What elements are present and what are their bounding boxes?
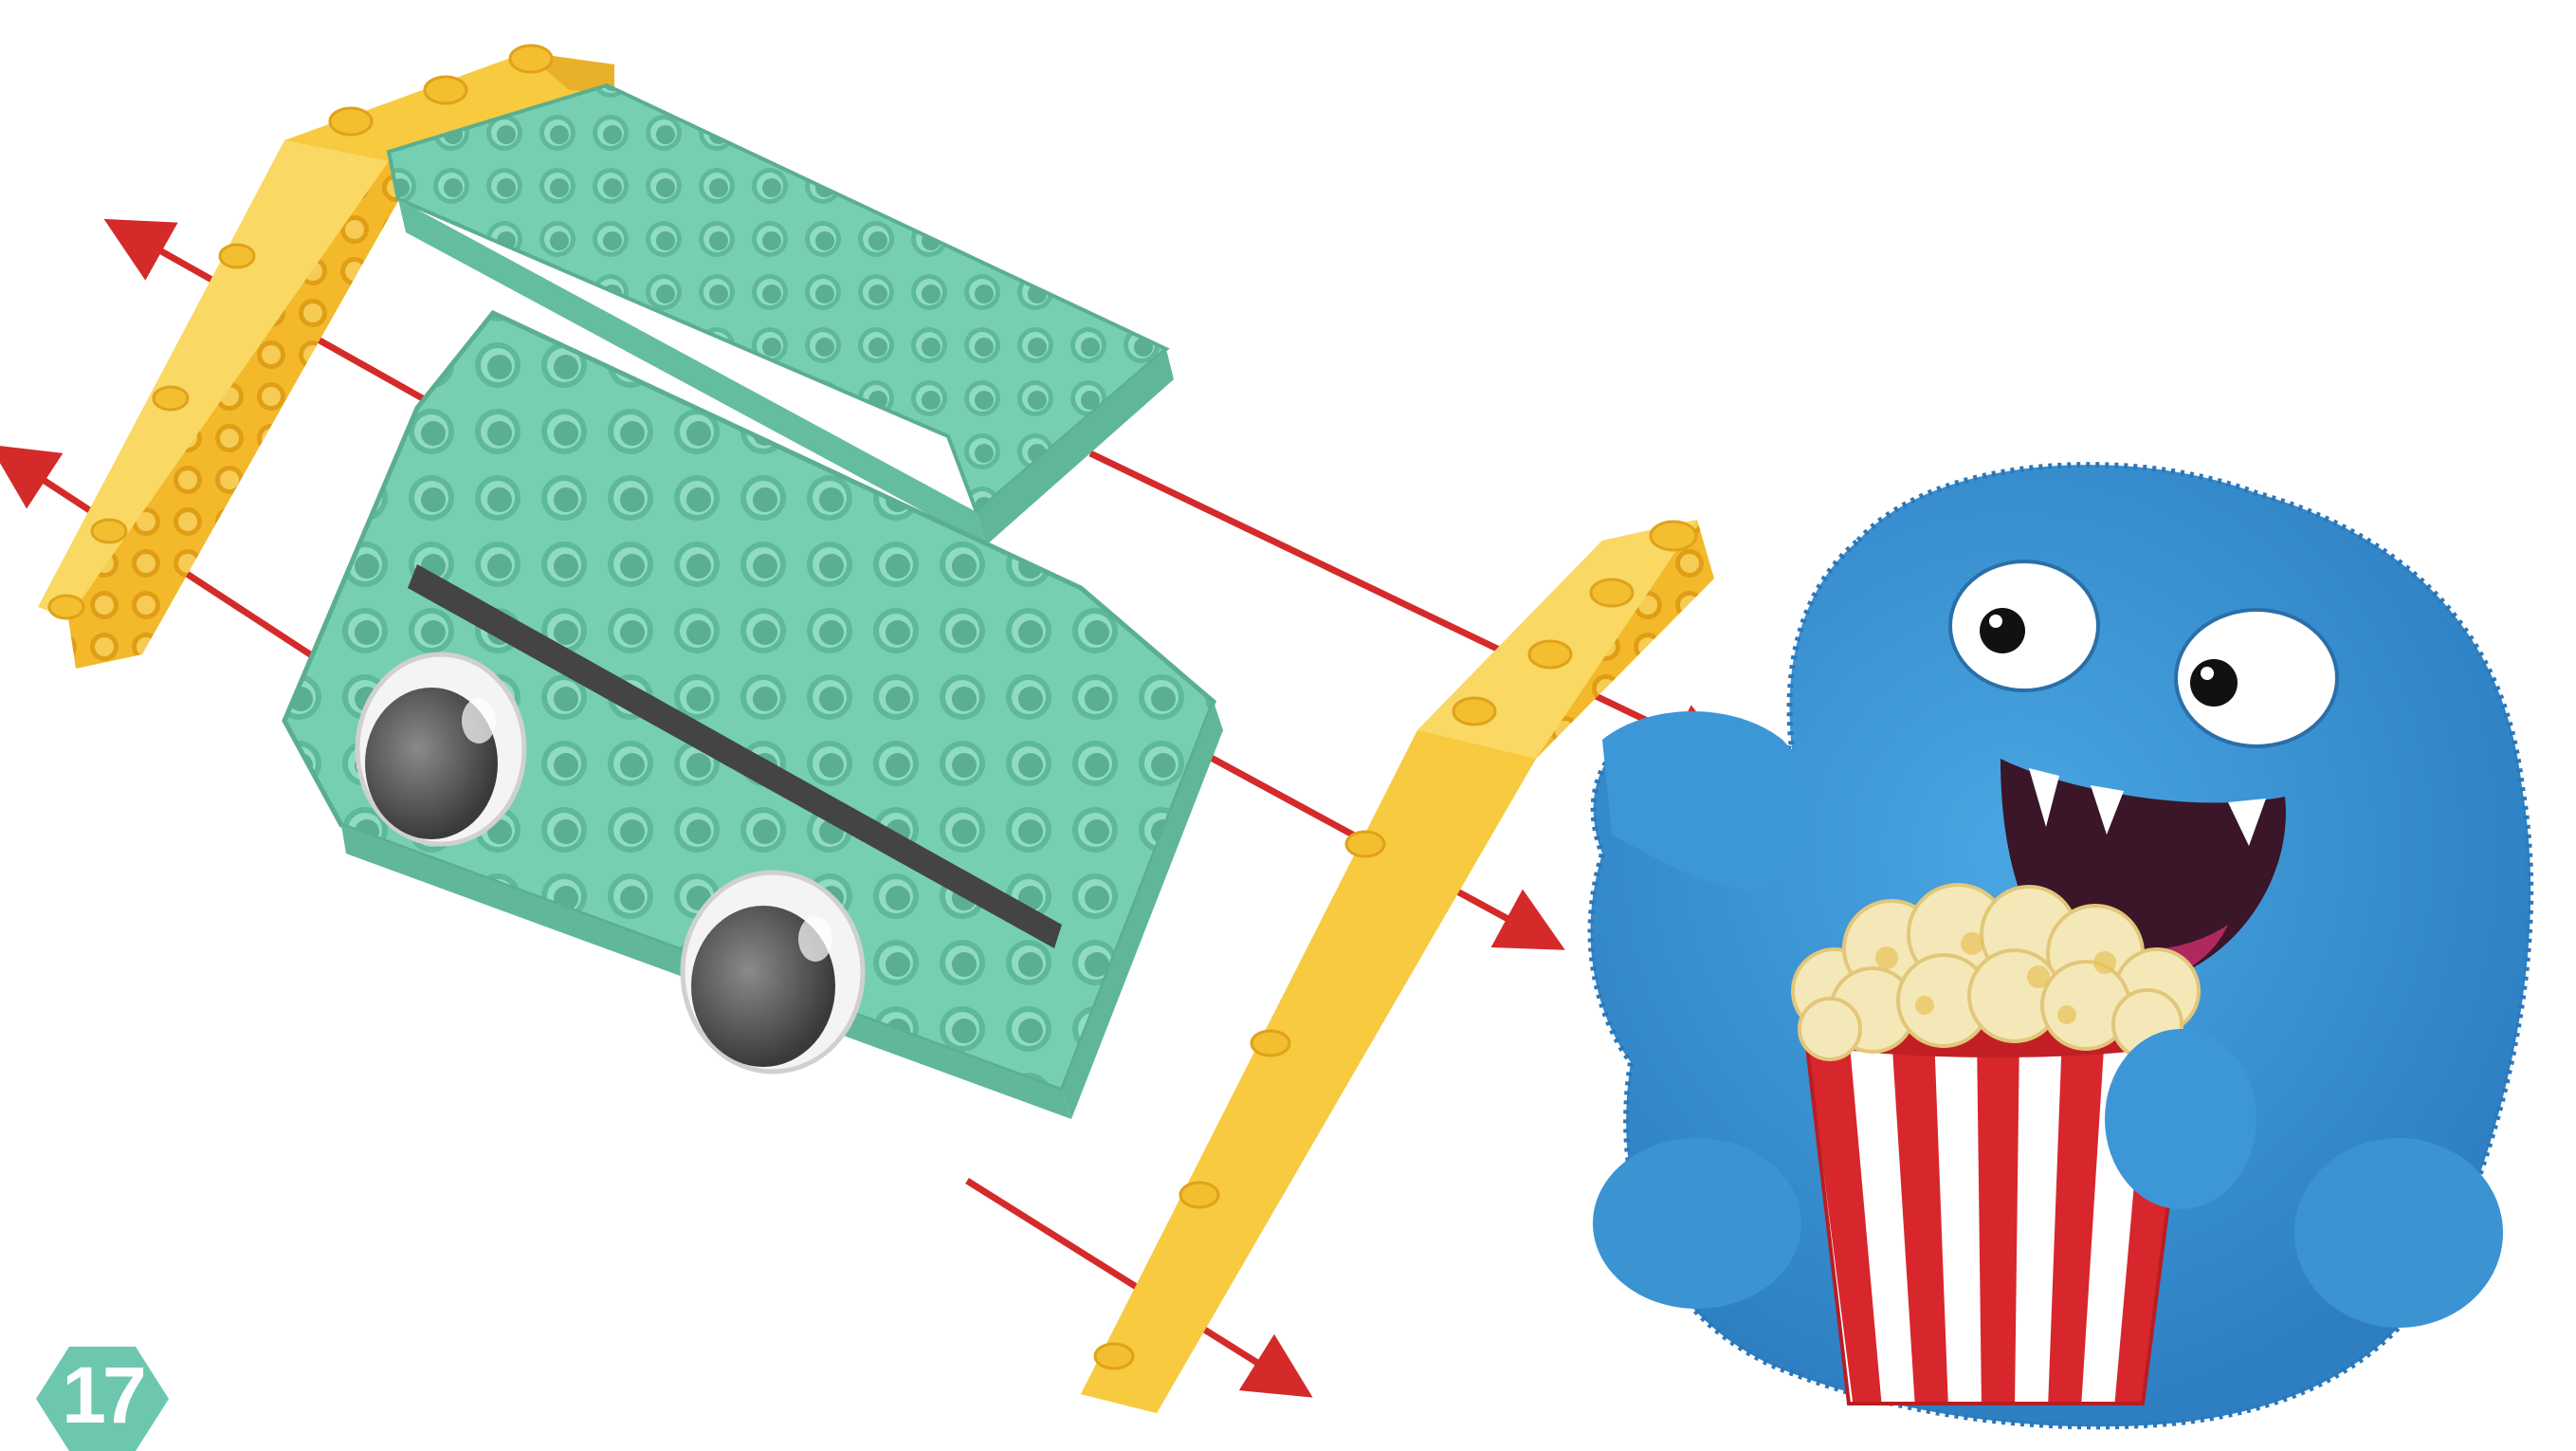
googly-eye-left (357, 654, 524, 844)
monster-foot-left (1593, 1138, 1801, 1309)
step-number: 17 (36, 1352, 169, 1438)
step-number-badge: 17 (36, 1347, 169, 1440)
googly-eye-right (683, 872, 863, 1072)
monster-foot-right (2294, 1138, 2503, 1328)
monster-hand (2105, 1029, 2256, 1209)
